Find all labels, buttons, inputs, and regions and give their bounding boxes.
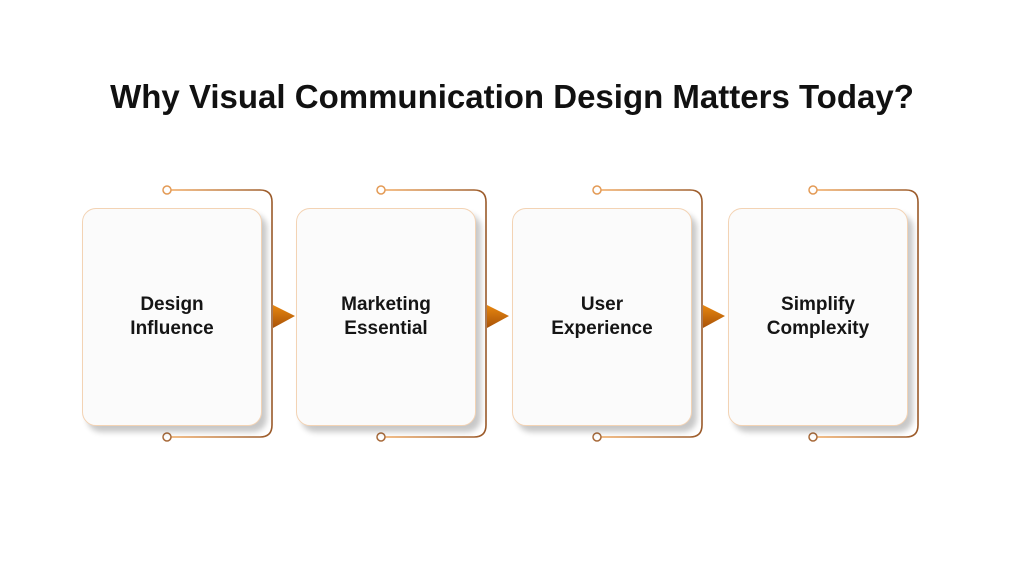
step-card: Design Influence: [82, 208, 262, 426]
connector-path: [817, 189, 919, 438]
step-label-line1: Simplify: [781, 294, 855, 315]
connector-path: [171, 189, 273, 438]
arrow-icon: [273, 305, 295, 328]
connector-line: [376, 185, 509, 442]
connector-dot-top: [162, 185, 172, 195]
step-label-line2: Essential: [344, 318, 428, 339]
step-label-line2: Complexity: [766, 318, 870, 339]
step-label-line2: Influence: [130, 318, 214, 339]
step-label: User Experience: [551, 293, 652, 341]
step-2: Marketing Essential: [296, 180, 526, 450]
step-card: Marketing Essential: [296, 208, 476, 426]
arrow-icon: [703, 305, 725, 328]
step-card: User Experience: [512, 208, 692, 426]
step-label: Simplify Complexity: [767, 293, 869, 341]
step-label-line1: User: [580, 294, 624, 315]
connector-line: [808, 185, 919, 442]
step-label-line1: Design: [140, 294, 204, 315]
connector-dot-bottom: [592, 432, 602, 442]
step-label: Marketing Essential: [341, 293, 431, 341]
page-title: Why Visual Communication Design Matters …: [110, 78, 914, 115]
connector-dot-top: [592, 185, 602, 195]
connector-dot-bottom: [162, 432, 172, 442]
connector-line: [592, 185, 725, 442]
connector-dot-bottom: [808, 432, 818, 442]
connector-dot-top: [376, 185, 386, 195]
step-1: Design Influence: [82, 180, 312, 450]
step-card: Simplify Complexity: [728, 208, 908, 426]
step-label-line1: Marketing: [341, 294, 431, 315]
step-label: Design Influence: [130, 293, 213, 341]
connector-line: [162, 185, 295, 442]
connector-dot-top: [808, 185, 818, 195]
step-label-line2: Experience: [551, 318, 653, 339]
connector-path: [385, 189, 487, 438]
connector-dot-bottom: [376, 432, 386, 442]
step-4: Simplify Complexity: [728, 180, 958, 450]
connector-path: [601, 189, 703, 438]
step-3: User Experience: [512, 180, 742, 450]
arrow-icon: [487, 305, 509, 328]
